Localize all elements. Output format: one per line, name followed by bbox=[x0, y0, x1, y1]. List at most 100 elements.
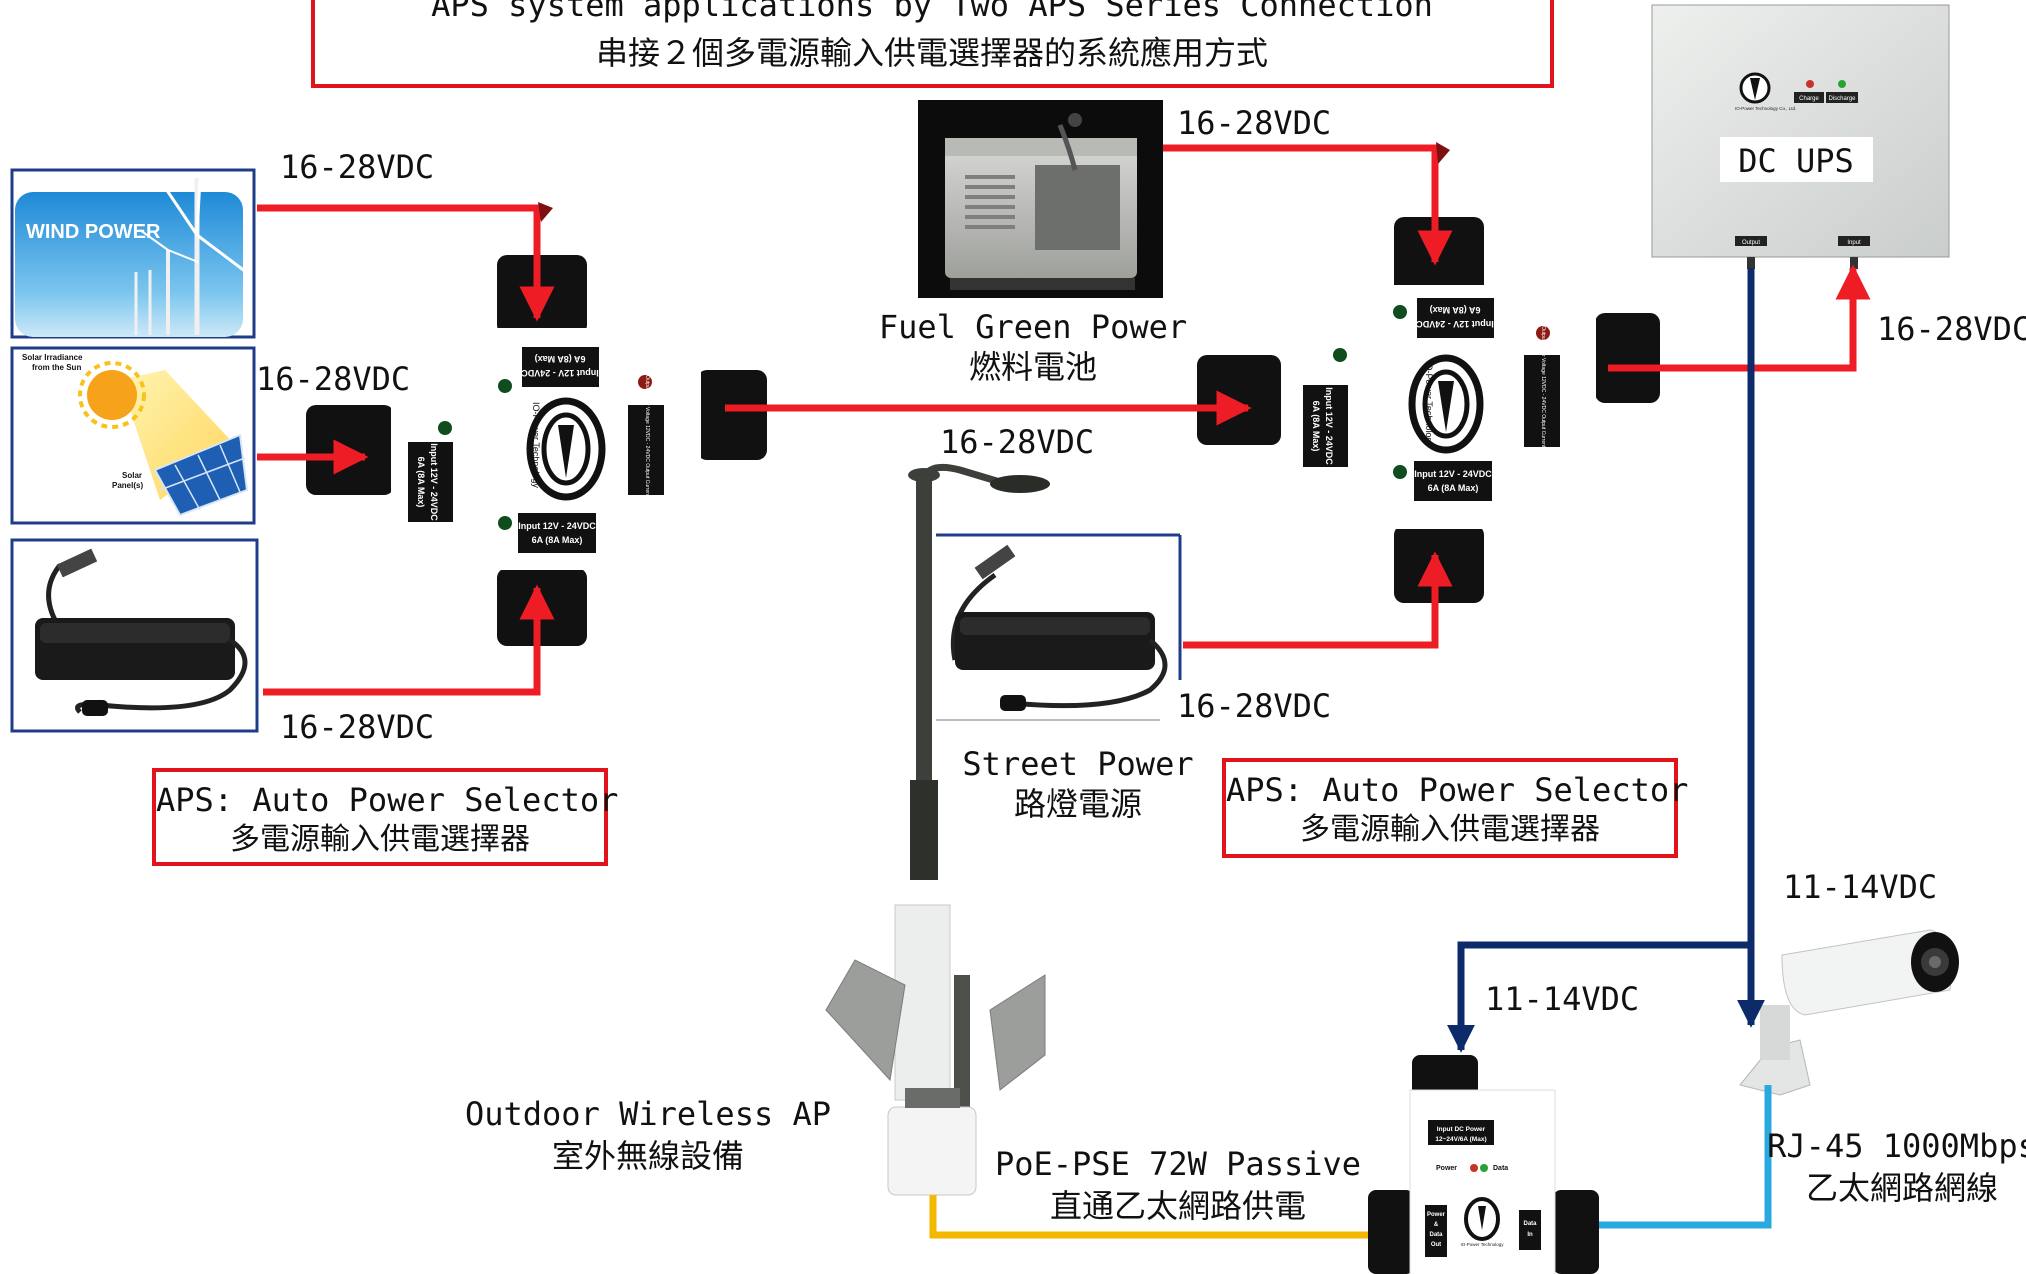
poe-injector: Input DC Power 12~24V/6A (Max) Power Dat… bbox=[1368, 1055, 1599, 1274]
solar-panel-text-2: Panel(s) bbox=[112, 481, 143, 490]
io-power-logo-icon bbox=[526, 397, 606, 501]
aps-left-input-c: Input 12V - 24VDC bbox=[518, 521, 596, 531]
aps-unit-right: IO-Power Technology Input 12V - 24VDC 6A… bbox=[1197, 217, 1660, 603]
solar-panel-icon: Solar Irradiance from the Sun Solar Pane… bbox=[10, 346, 256, 525]
aps-label-left: APS: Auto Power Selector 多電源輸入供電選擇器 bbox=[152, 768, 619, 866]
aps-left-input-a: Input 12V - 24VDC bbox=[521, 368, 599, 378]
aps-right-input-a-amp: 6A (8A Max) bbox=[1430, 305, 1481, 315]
sun-icon bbox=[78, 361, 146, 429]
poe-port-right-2: In bbox=[1527, 1232, 1533, 1238]
street-lamp-icon bbox=[908, 463, 1050, 880]
wind-voltage: 16-28VDC bbox=[280, 148, 434, 186]
aps-label-left-zh: 多電源輸入供電選擇器 bbox=[230, 822, 530, 857]
aps-left-input-c-amp: 6A (8A Max) bbox=[532, 535, 583, 545]
street-label-en: Street Power bbox=[962, 745, 1193, 783]
poe-label-zh: 直通乙太網路供電 bbox=[1050, 1187, 1306, 1225]
camera-voltage: 11-14VDC bbox=[1783, 868, 1937, 906]
io-power-logo-icon bbox=[1408, 354, 1484, 454]
poe-panel-title: Input DC Power bbox=[1437, 1126, 1486, 1133]
adapter-mid-voltage: 16-28VDC bbox=[1177, 687, 1331, 725]
io-power-logo-icon bbox=[1464, 1197, 1500, 1241]
poe-input-voltage: 11-14VDC bbox=[1485, 980, 1639, 1018]
ap-label-zh: 室外無線設備 bbox=[552, 1137, 744, 1175]
aps-left-led-a bbox=[498, 379, 512, 393]
aps-link-voltage: 16-28VDC bbox=[940, 423, 1094, 461]
ups-input-voltage: 16-28VDC bbox=[1877, 310, 2026, 348]
fuel-label-zh: 燃料電池 bbox=[969, 348, 1097, 386]
poe-panel-spec: 12~24V/6A (Max) bbox=[1435, 1136, 1486, 1143]
street-label-zh: 路燈電源 bbox=[1014, 785, 1142, 823]
aps-label-right-zh: 多電源輸入供電選擇器 bbox=[1300, 812, 1600, 847]
aps-left-input-a-amp: 6A (8A Max) bbox=[535, 354, 586, 364]
poe-line bbox=[929, 1195, 1368, 1239]
ups-input: Input bbox=[1847, 240, 1861, 246]
aps-right-led-a bbox=[1393, 305, 1407, 319]
title-en: APS system applications by Two APS Serie… bbox=[431, 0, 1433, 24]
ups-discharge: Discharge bbox=[1828, 96, 1856, 102]
fuel-voltage: 16-28VDC bbox=[1177, 104, 1331, 142]
aps-right-brand: IO-Power Technology bbox=[1424, 361, 1434, 447]
poe-power-led bbox=[1470, 1164, 1478, 1172]
power-adapter-icon bbox=[10, 538, 259, 733]
aps-left-input-b: Input 12V - 24VDC bbox=[429, 443, 439, 521]
ethernet-line bbox=[1599, 1085, 1772, 1229]
solar-voltage: 16-28VDC bbox=[256, 360, 410, 398]
poe-label-en: PoE-PSE 72W Passive bbox=[995, 1145, 1361, 1183]
aps-label-right: APS: Auto Power Selector 多電源輸入供電選擇器 bbox=[1222, 758, 1689, 858]
poe-port-left-1: Power bbox=[1427, 1212, 1446, 1218]
ups-device: IO-Power Technology Co., Ltd. Charge Dis… bbox=[1651, 4, 1950, 269]
red-power-lines bbox=[257, 144, 1871, 696]
aps-right-led-b bbox=[1333, 348, 1347, 362]
fuel-label-en: Fuel Green Power bbox=[879, 308, 1187, 346]
poe-brand: IO-Power Technology bbox=[1461, 1242, 1505, 1247]
aps-right-led-c bbox=[1393, 465, 1407, 479]
title-zh: 串接２個多電源輸入供電選擇器的系統應用方式 bbox=[596, 34, 1268, 72]
discharge-led bbox=[1838, 80, 1846, 88]
poe-port-left-2: & bbox=[1434, 1222, 1439, 1228]
aps-right-input-c: Input 12V - 24VDC bbox=[1414, 469, 1492, 479]
solar-image-text-1: Solar Irradiance bbox=[22, 353, 83, 362]
ap-label-en: Outdoor Wireless AP bbox=[465, 1095, 831, 1133]
aps-left-led-b bbox=[438, 421, 452, 435]
poe-port-left-4: Out bbox=[1431, 1242, 1441, 1248]
aps-left-brand: IO-Power Technology bbox=[531, 402, 541, 488]
aps-left-output: Output Power Voltage 12VDC - 24VDC Outpu… bbox=[644, 375, 650, 525]
poe-port-right-1: Data bbox=[1523, 1221, 1537, 1227]
ups-label: DC UPS bbox=[1738, 142, 1854, 180]
title-box bbox=[311, 0, 1554, 88]
poe-power: Power bbox=[1436, 1165, 1457, 1172]
fuel-cell-generator-icon bbox=[918, 100, 1163, 298]
solar-image-text-2: from the Sun bbox=[32, 363, 81, 372]
aps-unit-left: IO-Power Technology Input 12V - 24VDC 6A… bbox=[306, 255, 767, 646]
ups-company: IO-Power Technology Co., Ltd. bbox=[1735, 106, 1796, 111]
aps-right-output: Output Power Voltage 12VDC - 24VDC Outpu… bbox=[1540, 326, 1546, 476]
ups-charge: Charge bbox=[1799, 96, 1819, 102]
aps-left-input-b-amp: 6A (8A Max) bbox=[416, 457, 426, 508]
rj45-label-zh: 乙太網路網線 bbox=[1806, 1169, 1998, 1207]
rj45-label-en: RJ-45 1000Mbps bbox=[1767, 1127, 2026, 1165]
aps-label-right-en: APS: Auto Power Selector bbox=[1226, 771, 1689, 809]
power-adapter-icon bbox=[936, 533, 1182, 721]
red-flag-marks bbox=[538, 142, 1450, 222]
adapter-left-voltage: 16-28VDC bbox=[280, 708, 434, 746]
solar-panel-text-1: Solar bbox=[122, 471, 142, 480]
poe-data-led bbox=[1480, 1164, 1488, 1172]
aps-label-left-en: APS: Auto Power Selector bbox=[156, 781, 619, 819]
poe-data: Data bbox=[1493, 1165, 1508, 1172]
security-camera-icon bbox=[1739, 929, 1959, 1096]
wireless-antenna-icon bbox=[825, 904, 1046, 1196]
aps-right-led-out bbox=[1536, 326, 1550, 340]
aps-left-led-out bbox=[638, 375, 652, 389]
aps-right-input-c-amp: 6A (8A Max) bbox=[1428, 483, 1479, 493]
aps-right-input-b-amp: 6A (8A Max) bbox=[1311, 401, 1321, 452]
poe-port-left-3: Data bbox=[1429, 1232, 1443, 1238]
aps-right-input-a: Input 12V - 24VDC bbox=[1416, 319, 1494, 329]
ups-output-line bbox=[1447, 268, 1765, 1053]
wind-turbine-icon: WIND POWER bbox=[10, 168, 256, 339]
wind-image-text: WIND POWER bbox=[26, 221, 161, 243]
ups-output: Output bbox=[1742, 240, 1760, 246]
aps-left-led-c bbox=[498, 516, 512, 530]
charge-led bbox=[1806, 80, 1814, 88]
